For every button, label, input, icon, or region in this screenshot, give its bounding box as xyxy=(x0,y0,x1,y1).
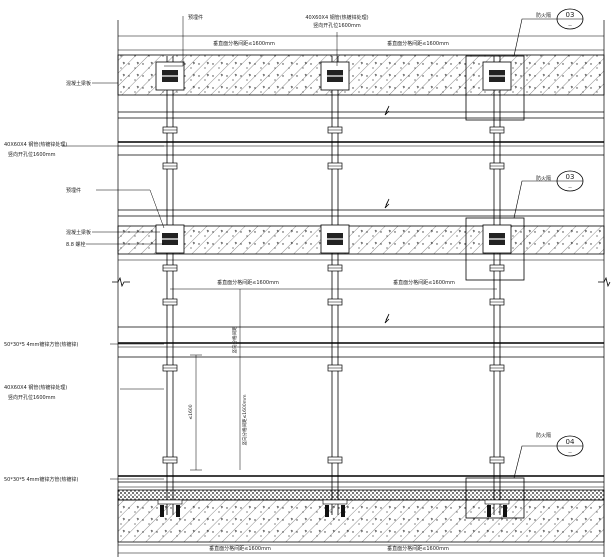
base-bolt xyxy=(160,505,164,517)
callout-tag-03-b[interactable]: 03 -- xyxy=(513,170,584,219)
tag-03-a-sub: -- xyxy=(568,23,572,29)
label-vertical-dim: 竖向分格间距 xyxy=(231,326,238,353)
concrete-slab-top xyxy=(117,54,605,96)
label-top-tube-line1: 40X60X4 钢管(热镀锌处理) xyxy=(305,14,368,21)
frame-borders xyxy=(117,20,605,557)
label-span-mid-right: 垂直面分格间距≤1600mm xyxy=(393,279,455,286)
label-dim-small: ≤1600 xyxy=(188,404,194,419)
tag-03-b-number: 03 xyxy=(566,173,575,181)
label-fire-b: 防火隔 xyxy=(536,175,551,182)
label-channel-b: 50*30*5 4mm镀锌方管(热镀锌) xyxy=(4,476,78,483)
callout-tag-04[interactable]: 04 -- xyxy=(513,435,584,479)
label-vertical-dim2: 竖向分格间距≤1600mm xyxy=(241,395,248,446)
label-left-tube2-line1: 40X60X4 钢管(热镀锌处理) xyxy=(4,384,67,391)
base-bolt xyxy=(176,505,180,517)
tag-03-a-number: 03 xyxy=(566,11,575,19)
label-left-tube2-line2: 竖向开孔位1600mm xyxy=(8,394,56,401)
base-bolt xyxy=(341,505,345,517)
label-concrete-top: 混凝土梁板 xyxy=(66,80,91,87)
concrete-slab-mid xyxy=(117,225,605,255)
label-span-top-left: 垂直面分格间距≤1600mm xyxy=(213,40,275,47)
base-bolt xyxy=(503,505,507,517)
concrete-slab-bottom xyxy=(117,489,605,543)
detail-boxes xyxy=(465,55,525,519)
label-top-anchor: 预埋件 xyxy=(188,14,203,21)
base-bolt xyxy=(325,505,329,517)
label-span-mid-left: 垂直面分格间距≤1600mm xyxy=(217,279,279,286)
label-fire-c: 防火隔 xyxy=(536,432,551,439)
tag-04-number: 04 xyxy=(566,438,575,446)
tag-04-sub: -- xyxy=(568,450,572,456)
label-concrete-mid: 混凝土梁板 xyxy=(66,229,91,236)
label-span-bot-right: 垂直面分格间距≤1600mm xyxy=(387,545,449,552)
base-plate xyxy=(322,499,348,505)
dimension-lines xyxy=(170,288,497,471)
label-top-tube-line2: 竖向开孔位1600mm xyxy=(313,22,361,29)
annotations: 预埋件 40X60X4 钢管(热镀锌处理) 竖向开孔位1600mm 垂直面分格间… xyxy=(4,12,551,552)
leader-lines xyxy=(62,16,338,480)
horizontal-lines xyxy=(118,35,604,554)
label-left-tube-line2: 竖向开孔位1600mm xyxy=(8,151,56,158)
label-span-bot-left: 垂直面分格间距≤1600mm xyxy=(209,545,271,552)
base-plate xyxy=(157,499,183,505)
label-fire-a: 防火隔 xyxy=(536,12,551,19)
label-channel-a: 50*30*5 4mm镀锌方管(热镀锌) xyxy=(4,341,78,348)
mullions xyxy=(155,56,512,517)
label-anchor-mid: 预埋件 xyxy=(66,187,81,194)
base-bolt xyxy=(487,505,491,517)
label-left-tube-line1: 40X60X4 钢管(热镀锌处理) xyxy=(4,141,67,148)
break-marks xyxy=(112,105,611,324)
label-bolt: 8.8 螺栓 xyxy=(66,241,86,248)
tag-03-b-sub: -- xyxy=(568,185,572,191)
callout-tag-03-a[interactable]: 03 -- xyxy=(513,8,584,57)
label-span-top-right: 垂直面分格间距≤1600mm xyxy=(387,40,449,47)
base-plate xyxy=(484,499,510,505)
